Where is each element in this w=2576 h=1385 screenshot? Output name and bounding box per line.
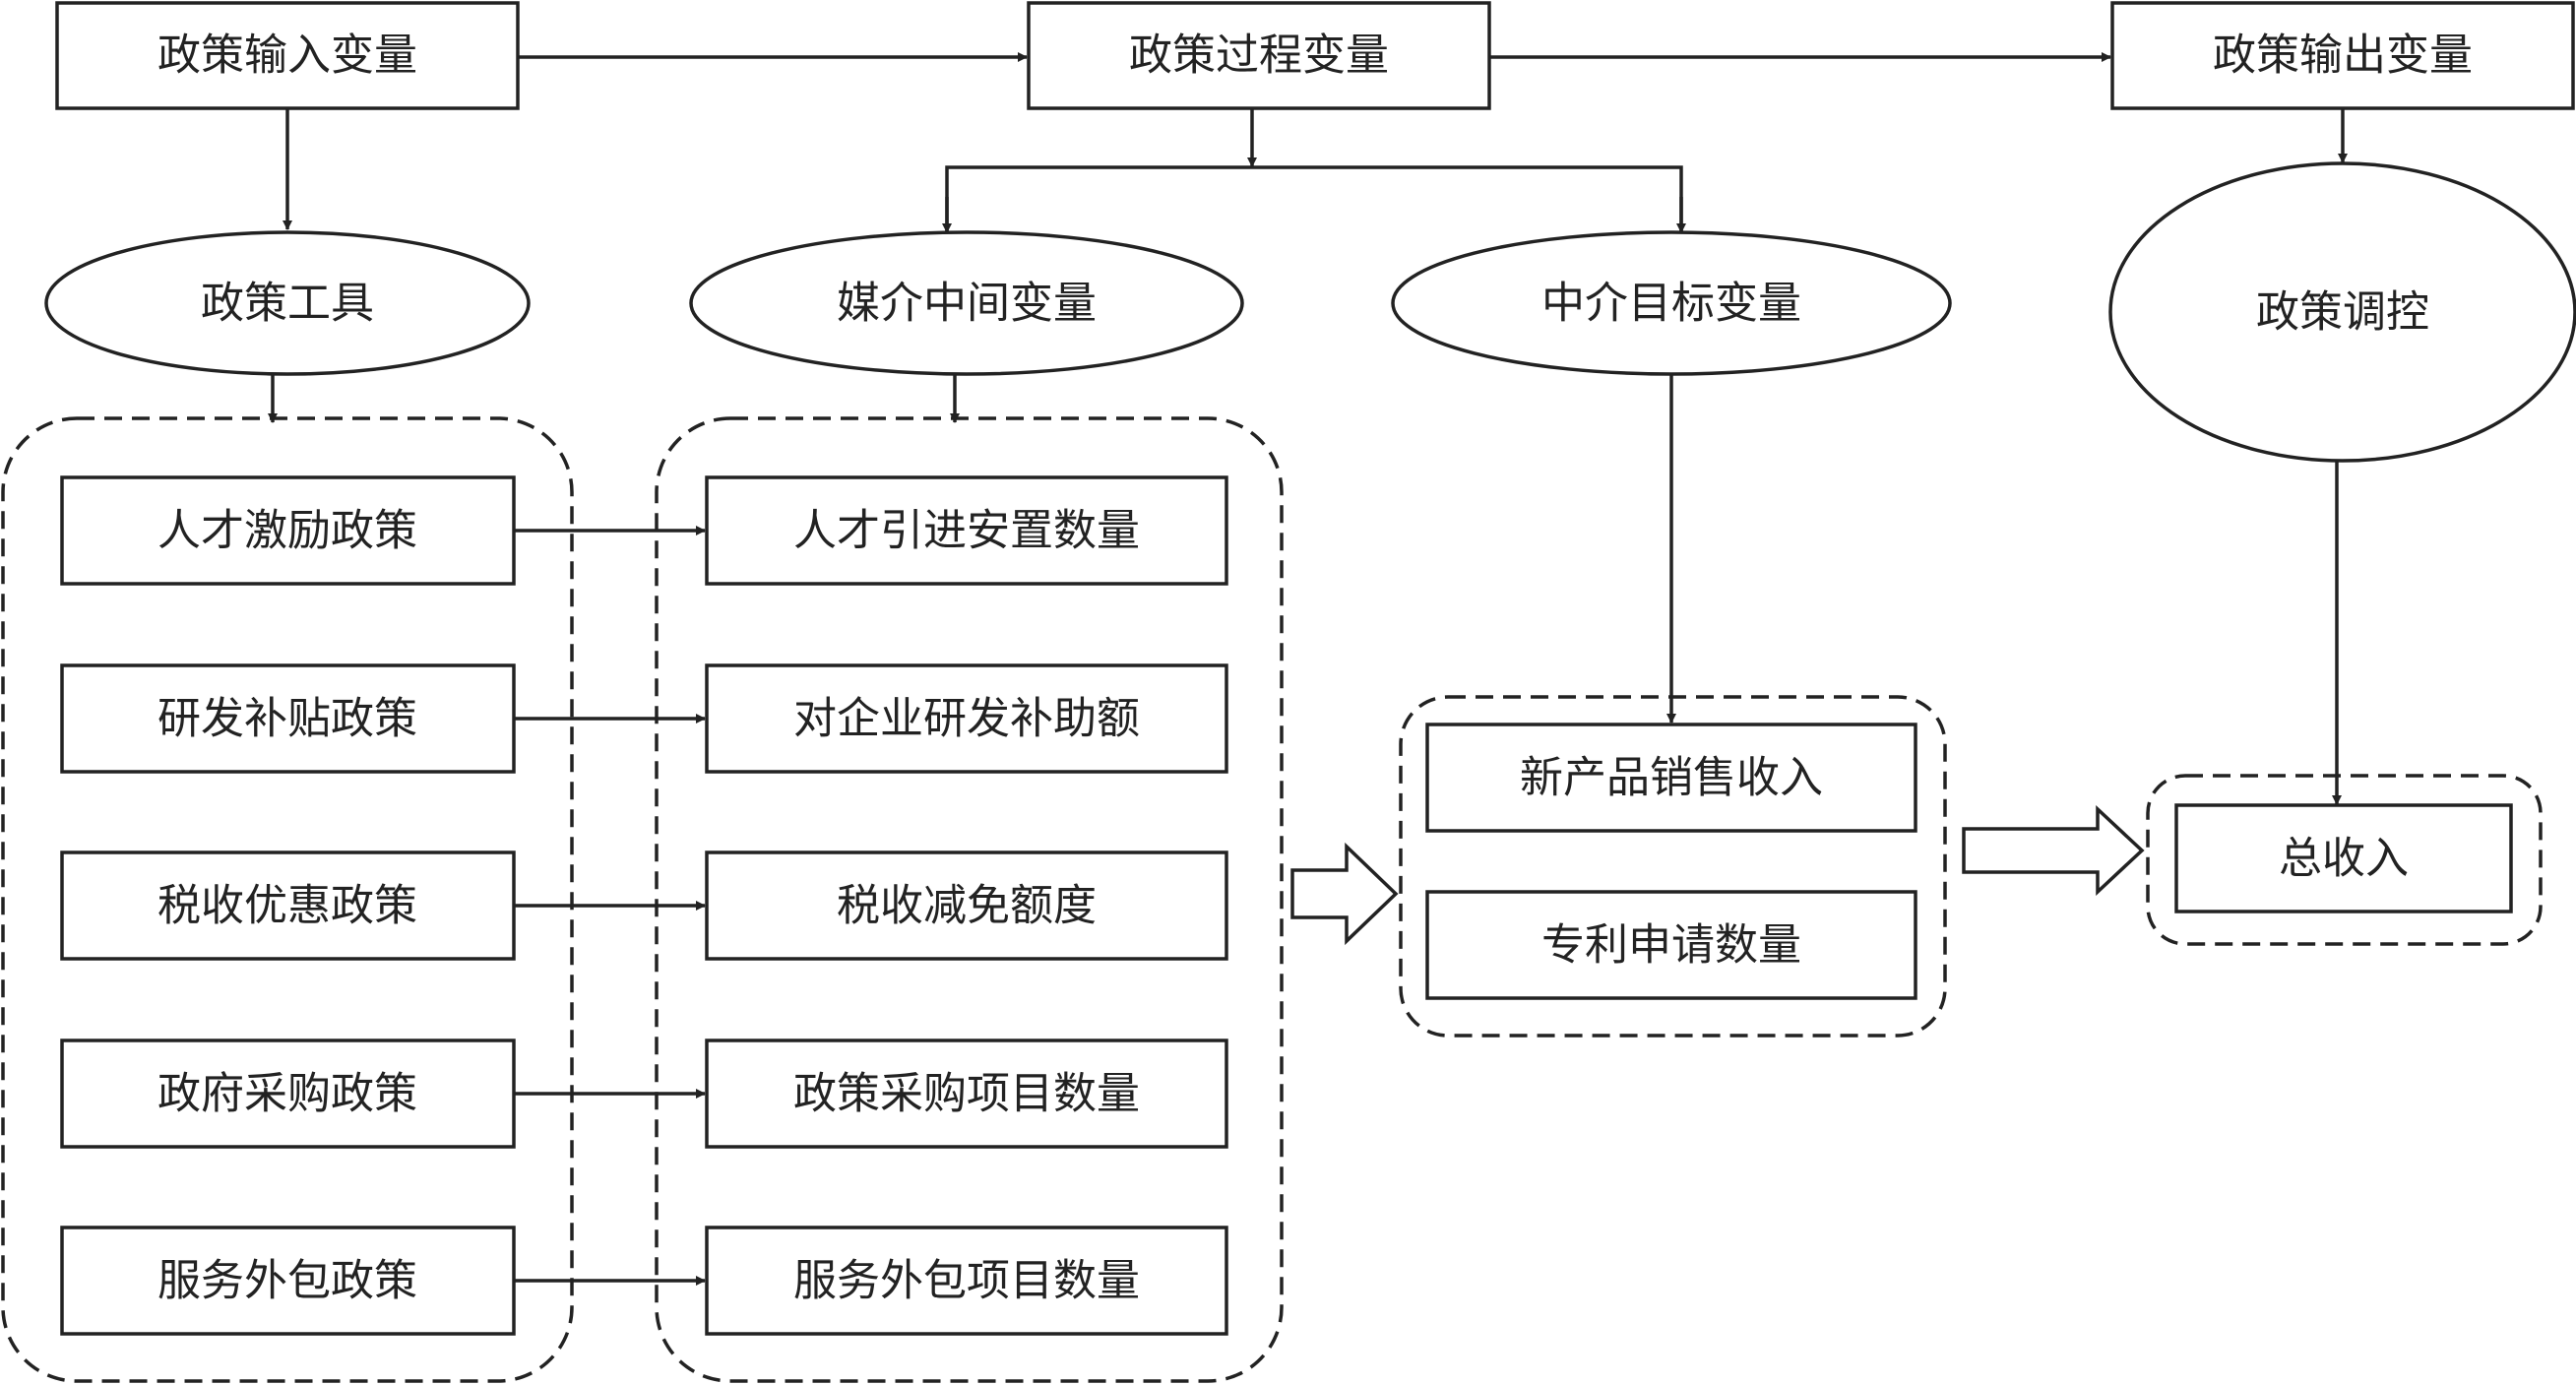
policy-output-box: 政策输出变量: [2110, 1, 2575, 110]
policy-tool-label: 人才激励政策: [157, 506, 417, 556]
mediator-ellipse: 媒介中间变量: [689, 230, 1244, 376]
output-var-label: 总收入: [2279, 834, 2409, 884]
policy-tool-label: 研发补贴政策: [157, 694, 417, 744]
policy-process-box: 政策过程变量: [1027, 1, 1491, 110]
output-var-group: [2146, 774, 2543, 946]
policy-tool-item: 研发补贴政策: [60, 663, 516, 774]
mediator-var-label: 对企业研发补助额: [793, 694, 1140, 744]
policy-tool-item: 人才激励政策: [60, 475, 516, 586]
mediator-var-item: 政策采购项目数量: [705, 1039, 1228, 1149]
mediator-vars-group: [655, 416, 1284, 1383]
target-var-item: 专利申请数量: [1425, 890, 1917, 1000]
policy-tools-group: [1, 416, 574, 1383]
tools-label: 政策工具: [201, 279, 374, 329]
policy-tool-label: 政府采购政策: [157, 1069, 417, 1119]
target-var-label: 新产品销售收入: [1520, 753, 1823, 803]
policy-output-label: 政策输出变量: [2213, 31, 2473, 81]
output-var-item: 总收入: [2174, 803, 2513, 913]
mediator-var-item: 对企业研发补助额: [705, 663, 1228, 774]
block-arrow-mediator-to-target: [1290, 842, 1399, 946]
policy-tool-label: 服务外包政策: [157, 1256, 417, 1306]
mediator-var-label: 政策采购项目数量: [793, 1069, 1140, 1119]
policy-process-label: 政策过程变量: [1129, 31, 1389, 81]
mediator-var-label: 服务外包项目数量: [793, 1256, 1140, 1306]
process-branch-line: [945, 165, 1683, 231]
policy-tool-item: 税收优惠政策: [60, 850, 516, 961]
tools-ellipse: 政策工具: [44, 230, 531, 376]
policy-input-label: 政策输入变量: [157, 31, 417, 81]
mediator-label: 媒介中间变量: [837, 279, 1097, 329]
mediator-var-label: 人才引进安置数量: [793, 506, 1140, 556]
target-var-label: 专利申请数量: [1541, 920, 1801, 971]
policy-tool-item: 服务外包政策: [60, 1226, 516, 1336]
intermediate-target-ellipse: 中介目标变量: [1391, 230, 1952, 376]
target-vars-group: [1399, 695, 1947, 1038]
regulation-ellipse: 政策调控: [2108, 161, 2576, 463]
mediator-var-item: 税收减免额度: [705, 850, 1228, 961]
mediator-var-item: 人才引进安置数量: [705, 475, 1228, 586]
intermediate-target-label: 中介目标变量: [1541, 279, 1801, 329]
mediator-var-label: 税收减免额度: [837, 881, 1097, 931]
block-arrow-target-to-output: [1962, 804, 2145, 897]
mediator-var-item: 服务外包项目数量: [705, 1226, 1228, 1336]
policy-tool-label: 税收优惠政策: [157, 881, 417, 931]
policy-input-box: 政策输入变量: [55, 1, 520, 110]
target-var-item: 新产品销售收入: [1425, 723, 1917, 833]
regulation-label: 政策调控: [2256, 287, 2429, 338]
policy-tool-item: 政府采购政策: [60, 1039, 516, 1149]
